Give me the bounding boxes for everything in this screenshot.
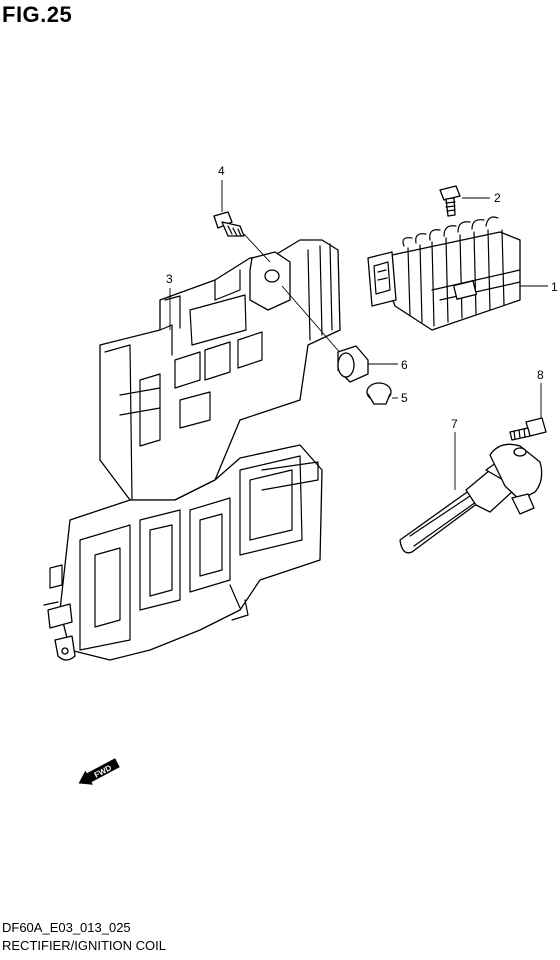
ignition-coil-part-7 xyxy=(399,432,543,554)
callout-8: 8 xyxy=(537,368,544,382)
callout-2: 2 xyxy=(494,191,501,205)
bolt-part-2 xyxy=(439,185,490,217)
callout-5: 5 xyxy=(401,391,408,405)
grommet-part-6 xyxy=(337,345,369,383)
callout-7: 7 xyxy=(451,417,458,431)
callout-3: 3 xyxy=(166,272,173,286)
figure-title: FIG.25 xyxy=(2,2,73,27)
diagram-code: DF60A_E03_013_025 xyxy=(2,920,131,935)
bracket-part-3 xyxy=(43,239,341,661)
callout-6: 6 xyxy=(401,358,408,372)
bolt-part-8 xyxy=(509,383,547,441)
callout-4: 4 xyxy=(218,164,225,178)
diagram-caption: RECTIFIER/IGNITION COIL xyxy=(2,938,166,953)
collar-part-5 xyxy=(366,382,392,405)
callout-1: 1 xyxy=(551,280,558,294)
bolt-part-4 xyxy=(213,211,343,356)
fwd-arrow-icon: FWD xyxy=(78,758,120,785)
rectifier-part-1 xyxy=(367,216,548,331)
